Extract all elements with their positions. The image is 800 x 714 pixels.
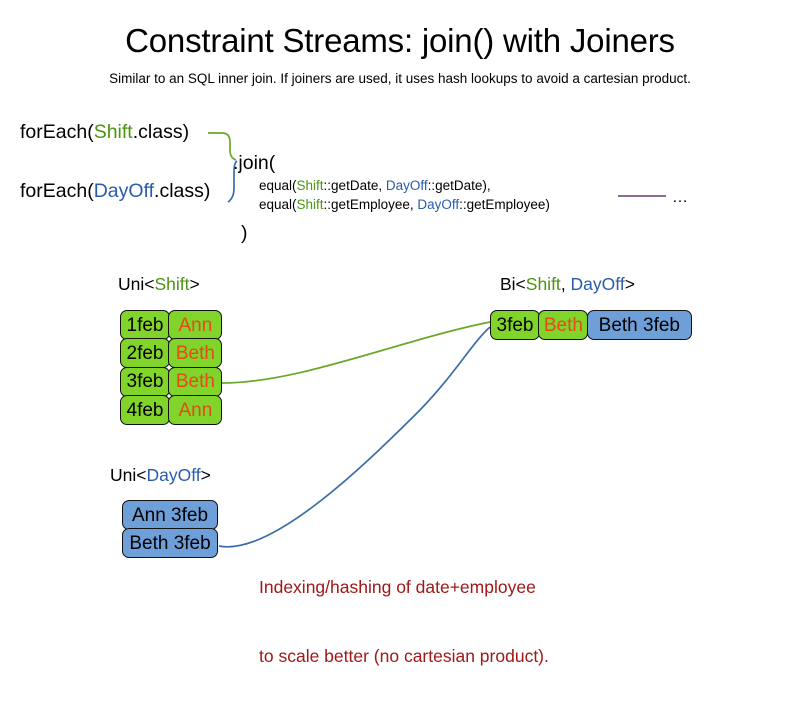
- code-foreach-dayoff-prefix: forEach(: [20, 180, 94, 202]
- label-uni-shift-type: Shift: [154, 274, 190, 294]
- uni-shift-fact-list: 1feb Ann 2feb Beth 3feb Beth 4feb Ann: [120, 310, 223, 426]
- slide-canvas: Constraint Streams: join() with Joiners …: [20, 22, 692, 666]
- bi-fact-row: 3feb Beth Beth 3feb: [490, 310, 692, 340]
- code-equal-date-left-type: Shift: [296, 178, 324, 193]
- label-bi-type-dayoff: DayOff: [570, 274, 625, 294]
- code-foreach-dayoff-type: DayOff: [93, 180, 155, 202]
- label-bi-type-shift: Shift: [525, 274, 561, 294]
- label-bi-shift-dayoff: Bi<Shift, DayOff>: [500, 274, 635, 295]
- label-uni-dayoff: Uni<DayOff>: [110, 465, 211, 486]
- code-equal-date: equal(Shift::getDate, DayOff::getDate),: [259, 178, 491, 193]
- code-equal-date-left-method: ::getDate,: [323, 178, 386, 193]
- fact-cell-date: 1feb: [120, 310, 170, 340]
- code-join-open: .join(: [233, 152, 276, 174]
- fact-cell-date: 3feb: [120, 366, 170, 397]
- fact-cell-date: 2feb: [120, 338, 170, 369]
- label-uni-dayoff-prefix: Uni<: [110, 465, 147, 485]
- code-foreach-shift-suffix: .class): [132, 121, 190, 143]
- code-join-close: ): [241, 222, 248, 244]
- bi-cell-shift-date: 3feb: [490, 310, 540, 340]
- code-equal-date-right-method: ::getDate),: [427, 178, 491, 193]
- label-uni-shift-prefix: Uni<: [118, 274, 155, 294]
- code-equal-employee-prefix: equal(: [259, 197, 297, 212]
- annotation-line-1: Indexing/hashing of date+employee: [259, 577, 536, 597]
- code-foreach-dayoff: forEach(DayOff.class): [20, 180, 210, 203]
- code-equal-employee: equal(Shift::getEmployee, DayOff::getEmp…: [259, 197, 550, 212]
- annotation-line-2: to scale better (no cartesian product).: [259, 646, 549, 666]
- code-equal-employee-left-type: Shift: [296, 197, 324, 212]
- table-row: 1feb Ann: [120, 310, 223, 340]
- connector-dayoff-fact-to-bi: [218, 326, 491, 548]
- connector-shift-fact-to-bi: [221, 321, 491, 384]
- bi-cell-dayoff: Beth 3feb: [586, 310, 692, 340]
- fact-cell-dayoff: Beth 3feb: [122, 528, 218, 559]
- code-ellipsis: …: [672, 189, 688, 206]
- fact-cell-dayoff: Ann 3feb: [122, 500, 218, 530]
- label-bi-separator: ,: [560, 274, 571, 294]
- table-row: Ann 3feb: [122, 500, 218, 530]
- table-row: 2feb Beth: [120, 338, 223, 369]
- code-equal-date-prefix: equal(: [259, 178, 297, 193]
- fact-cell-employee: Beth: [168, 366, 223, 397]
- code-equal-employee-right-type: DayOff: [417, 197, 460, 212]
- fact-cell-employee: Beth: [168, 338, 223, 369]
- code-equal-employee-right-method: ::getEmployee): [459, 197, 550, 212]
- fact-cell-employee: Ann: [168, 310, 223, 340]
- fact-cell-employee: Ann: [168, 395, 223, 426]
- connector-shift-to-join: [208, 132, 237, 161]
- uni-dayoff-fact-list: Ann 3feb Beth 3feb: [122, 500, 218, 559]
- table-row: Beth 3feb: [122, 528, 218, 559]
- page-subtitle: Similar to an SQL inner join. If joiners…: [109, 71, 691, 86]
- table-row: 4feb Ann: [120, 395, 223, 426]
- code-foreach-shift-type: Shift: [93, 121, 133, 143]
- code-foreach-dayoff-suffix: .class): [154, 180, 211, 202]
- label-uni-dayoff-suffix: >: [200, 465, 211, 485]
- code-foreach-shift: forEach(Shift.class): [20, 121, 189, 144]
- label-uni-dayoff-type: DayOff: [146, 465, 201, 485]
- page-title: Constraint Streams: join() with Joiners: [125, 22, 675, 59]
- label-uni-shift: Uni<Shift>: [118, 274, 200, 295]
- label-uni-shift-suffix: >: [189, 274, 200, 294]
- code-equal-date-right-type: DayOff: [385, 178, 428, 193]
- code-equal-employee-left-method: ::getEmployee,: [323, 197, 418, 212]
- fact-cell-date: 4feb: [120, 395, 170, 426]
- code-foreach-shift-prefix: forEach(: [20, 121, 94, 143]
- connector-lines: [208, 132, 666, 548]
- table-row: 3feb Beth: [120, 366, 223, 397]
- label-bi-prefix: Bi<: [500, 274, 526, 294]
- bi-cell-shift-employee: Beth: [538, 310, 589, 340]
- annotation-text: Indexing/hashing of date+employee to sca…: [259, 530, 549, 714]
- label-bi-suffix: >: [624, 274, 635, 294]
